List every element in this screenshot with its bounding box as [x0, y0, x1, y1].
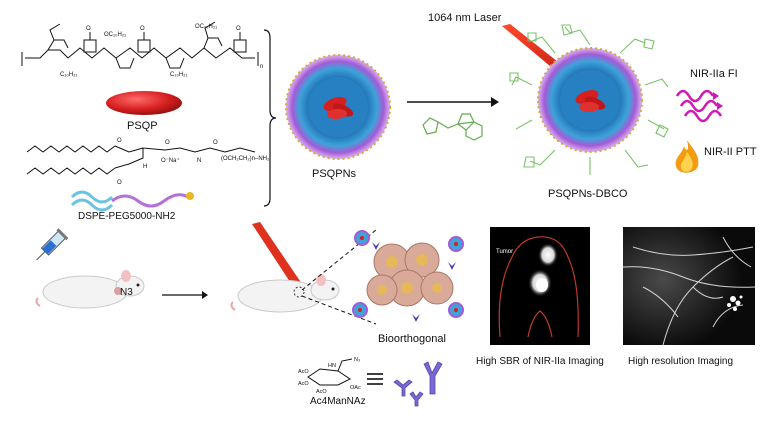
laser-beam-mouse: [252, 222, 302, 288]
wave-icon: [675, 89, 723, 123]
svg-text:HN: HN: [328, 363, 336, 369]
svg-text:O: O: [213, 140, 218, 146]
svg-text:O: O: [117, 138, 122, 144]
svg-text:AcO: AcO: [316, 389, 327, 395]
svg-text:N₃: N₃: [354, 357, 360, 363]
svg-text:C₁₀H₂₁: C₁₀H₂₁: [170, 72, 188, 78]
equivalence-sign: [367, 373, 383, 385]
nir-fi-label: NIR-IIa FI: [690, 68, 738, 80]
bioorthogonal-label: Bioorthogonal: [378, 333, 446, 345]
glycan-receptor-icons: [393, 361, 443, 407]
svg-text:AcO: AcO: [298, 369, 309, 375]
laser-label: 1064 nm Laser: [428, 12, 502, 24]
high-sbr-caption: High SBR of NIR-IIa Imaging: [476, 356, 604, 367]
svg-text:OC₁₀H₂₁: OC₁₀H₂₁: [195, 24, 217, 30]
svg-text:O: O: [140, 26, 145, 32]
psqp-label: PSQP: [127, 120, 158, 132]
high-resolution-image-panel: [623, 227, 755, 345]
nir-ptt-label: NIR-II PTT: [704, 146, 757, 158]
tumor-fluorescence: [498, 236, 579, 338]
bracket: [263, 29, 277, 207]
svg-text:O: O: [86, 26, 91, 32]
psqpns-dbco-label: PSQPNs-DBCO: [548, 188, 628, 200]
vasculature-image: [623, 227, 755, 345]
svg-text:N: N: [197, 158, 201, 164]
psqpns-nanoparticle: [285, 54, 391, 160]
svg-text:O⁻Na⁺: O⁻Na⁺: [161, 157, 180, 164]
mouse-icon: [35, 270, 145, 309]
arrow-mouse: [162, 291, 208, 299]
dbco-molecule: [422, 113, 483, 141]
svg-text:OC₁₀H₂₁: OC₁₀H₂₁: [104, 32, 126, 38]
svg-text:(OCH₂CH₂)n–NH₂: (OCH₂CH₂)n–NH₂: [221, 156, 270, 162]
mouse-icon-treated: [230, 274, 340, 313]
psqp-structure: O O O C₁₀H₂₁ C₁₀H₂₁ OC₁₀H₂₁ OC₁₀H₂₁ n: [21, 21, 263, 78]
dspe-structure: O O O O⁻Na⁺ N O (OCH₂CH₂)n–NH₂ H: [26, 138, 270, 186]
svg-text:C₁₀H₂₁: C₁₀H₂₁: [60, 72, 78, 78]
svg-text:O: O: [117, 180, 122, 186]
svg-text:H: H: [143, 164, 147, 170]
tumor-cells: [352, 230, 464, 322]
psqp-capsule: [106, 91, 182, 115]
polymer-n: n: [260, 64, 263, 70]
psqpns-dbco-nanoparticle: [509, 24, 669, 175]
dspe-peg-chain: [70, 190, 194, 212]
azide-label: N3: [120, 287, 133, 298]
syringe-icon: [36, 228, 69, 261]
dspe-label: DSPE-PEG5000-NH2: [78, 211, 176, 222]
svg-text:AcO: AcO: [298, 381, 309, 387]
psqpns-label: PSQPNs: [312, 168, 357, 180]
svg-text:O: O: [236, 26, 241, 32]
flame-icon: [675, 140, 699, 173]
high-resolution-caption: High resolution Imaging: [628, 356, 734, 367]
ac4mannaz-label: Ac4ManNAz: [310, 396, 366, 407]
ac4mannaz-structure: AcO AcO AcO OAc HN N₃: [298, 357, 361, 395]
svg-text:O: O: [165, 140, 170, 146]
nir-iia-image-panel: Tumor: [490, 227, 590, 345]
tumor-label: Tumor: [496, 249, 514, 255]
main-arrow: [407, 97, 499, 107]
svg-text:OAc: OAc: [350, 385, 361, 391]
